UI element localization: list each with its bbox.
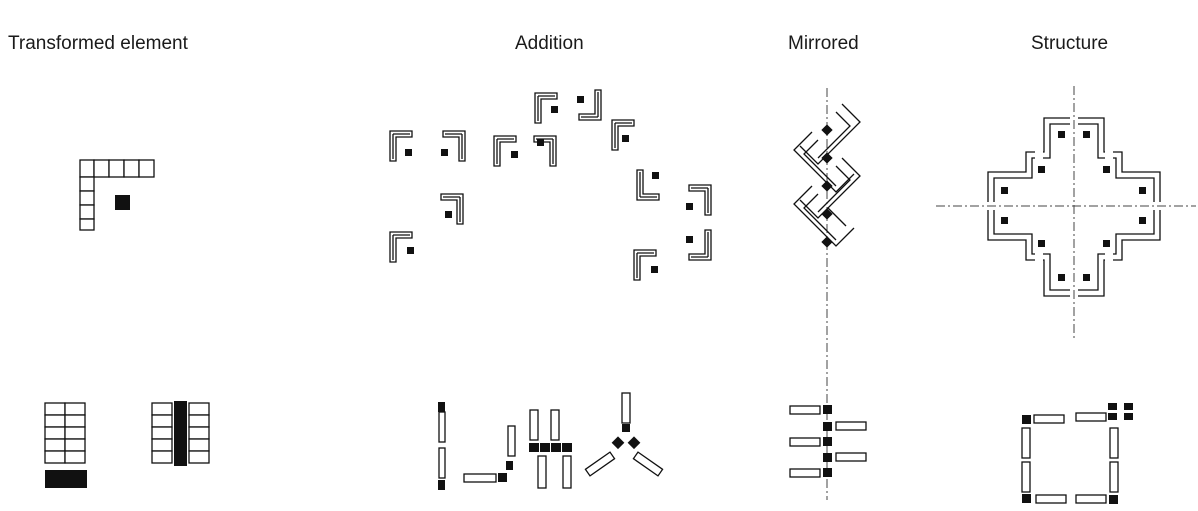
structure-cross	[936, 86, 1196, 340]
mirrored-bars	[789, 405, 867, 478]
heading-transformed-element: Transformed element	[8, 33, 188, 54]
solid-square-marker	[115, 195, 130, 210]
heading-structure: Structure	[1031, 33, 1109, 54]
structure-square	[1021, 403, 1133, 504]
heading-addition: Addition	[515, 33, 584, 54]
heading-mirrored: Mirrored	[788, 33, 859, 54]
addition-bars	[438, 392, 664, 490]
transformed-element-stacks	[44, 401, 210, 488]
transformed-element-grid	[79, 159, 155, 231]
addition-brackets	[389, 89, 712, 281]
